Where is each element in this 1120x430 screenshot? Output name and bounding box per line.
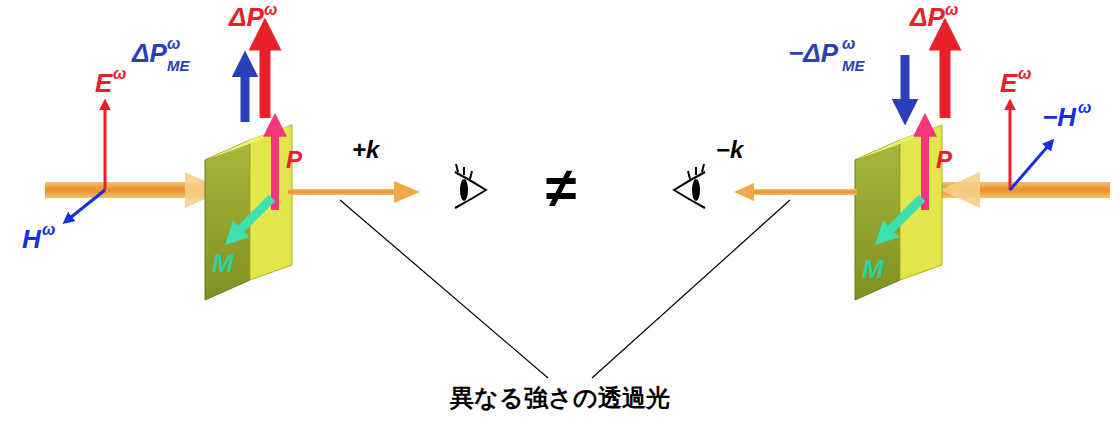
- vector-label: M: [862, 256, 884, 282]
- superscript: ω: [1018, 66, 1031, 82]
- vector-label: ΔP: [132, 40, 167, 66]
- vector-label: ΔP: [910, 4, 945, 30]
- vector-label: −H: [1042, 104, 1076, 130]
- wavevector-label: +k: [352, 138, 379, 162]
- subscript: ME: [167, 58, 190, 73]
- superscript: ω: [945, 2, 958, 18]
- superscript: ω: [167, 36, 180, 52]
- subscript: ME: [842, 58, 865, 73]
- vector-label: ΔP: [229, 4, 264, 30]
- wavevector-label: −k: [716, 138, 743, 162]
- superscript: ω: [42, 222, 55, 238]
- superscript: ω: [1078, 100, 1091, 116]
- superscript: ω: [113, 66, 126, 82]
- vector-label: E: [95, 70, 112, 96]
- superscript: ω: [264, 2, 277, 18]
- not-equal-sign: ≠: [545, 160, 576, 216]
- vector-label: P: [286, 148, 302, 172]
- caption-note: 異なる強さの透過光: [450, 386, 670, 410]
- vector-label: −ΔP: [788, 40, 838, 66]
- vector-label: M: [212, 250, 234, 276]
- vector-label: H: [22, 226, 41, 252]
- vector-label: P: [936, 148, 952, 172]
- superscript: ω: [842, 36, 855, 52]
- vector-label: E: [1000, 70, 1017, 96]
